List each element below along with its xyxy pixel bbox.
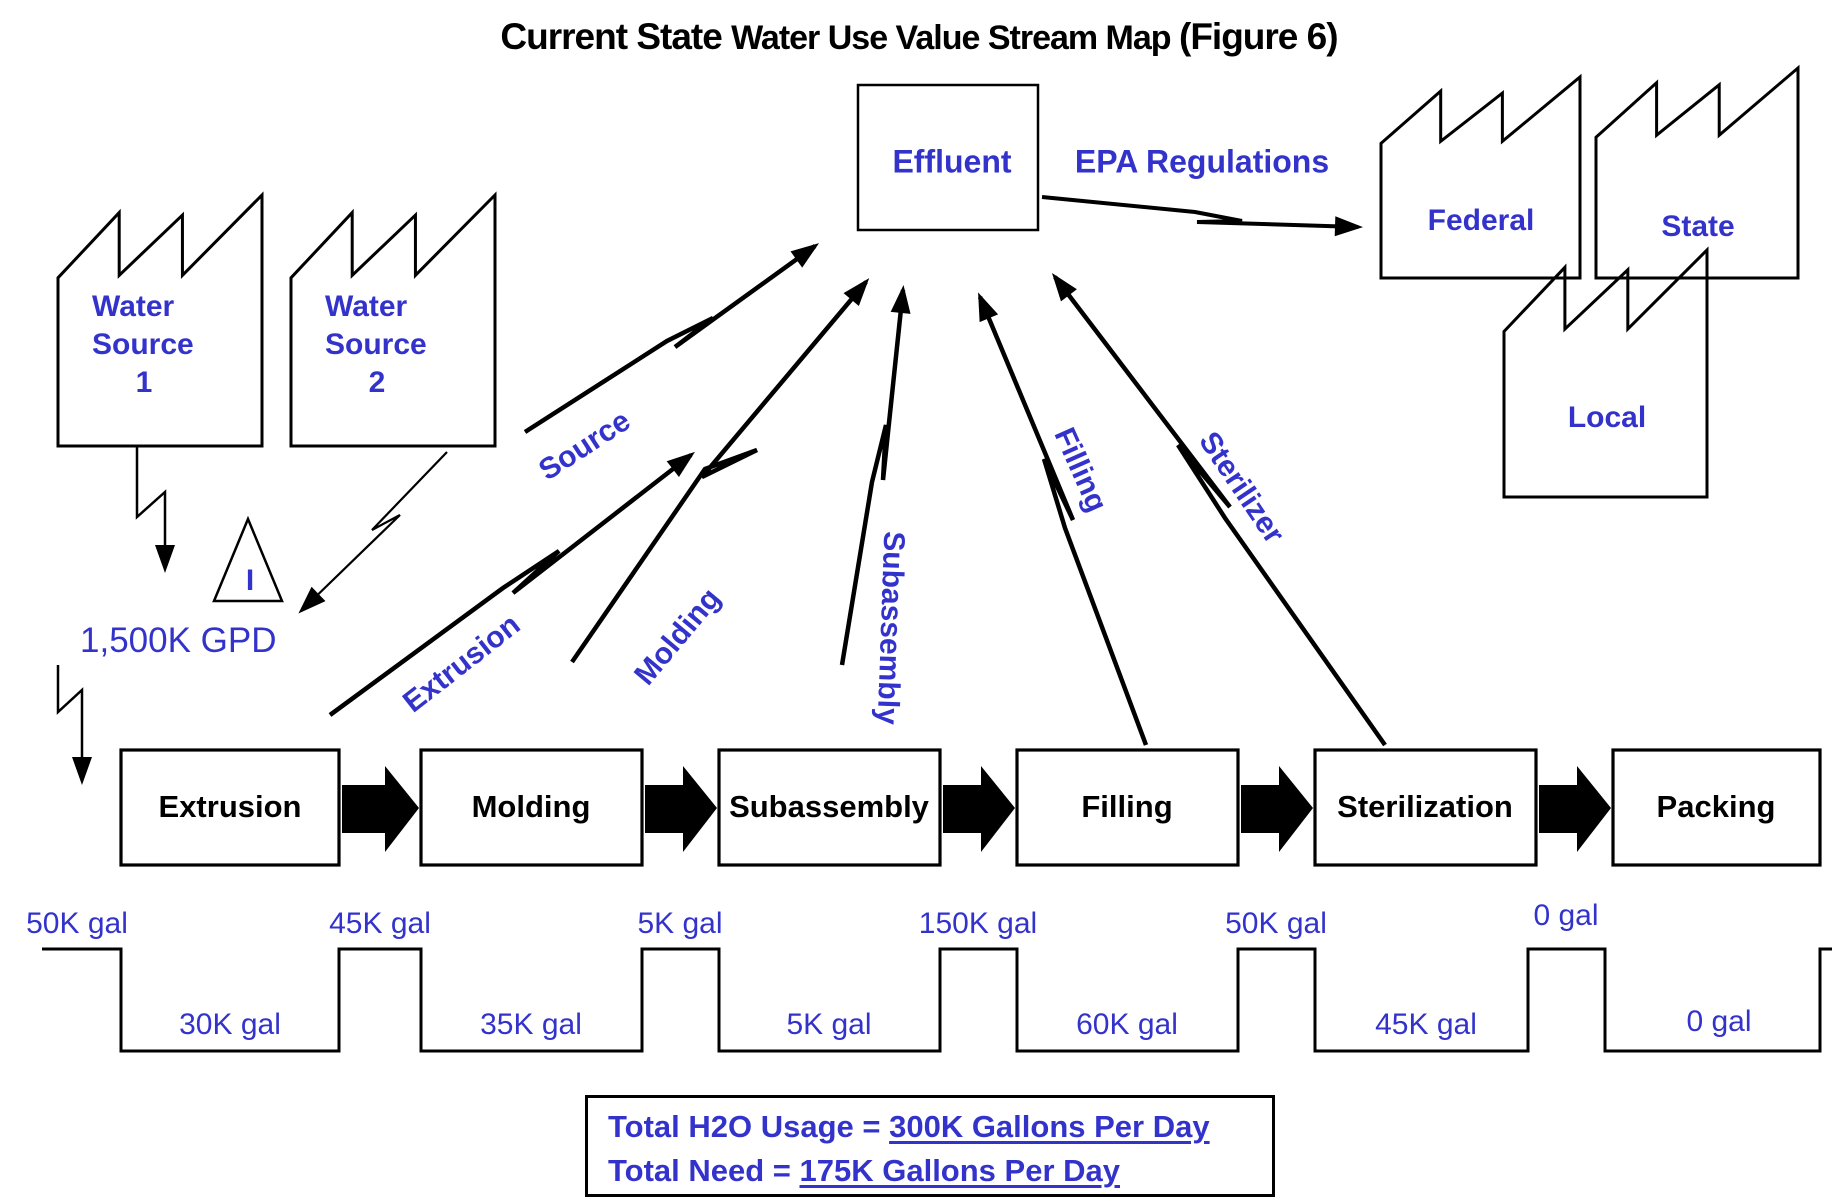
- process-label-packing: Packing: [1656, 789, 1776, 824]
- totals-usage-prefix: Total H2O Usage =: [608, 1109, 890, 1144]
- epa-regulations-label: EPA Regulations: [1074, 143, 1330, 180]
- water-source-1-line1: Water: [92, 290, 175, 323]
- water-source-1-line3: 1: [135, 366, 153, 399]
- water-source-2-line3: 2: [368, 366, 386, 399]
- timeline-bottom-value-4: 60K gal: [1076, 1008, 1178, 1041]
- arrow-source-to-effluent: [523, 243, 820, 434]
- totals-summary-box: Total H2O Usage = 300K Gallons Per Day T…: [585, 1095, 1275, 1197]
- process-label-extrusion: Extrusion: [158, 789, 302, 824]
- process-label-subassembly: Subassembly: [729, 789, 929, 824]
- arrow-filling-to-effluent: [977, 292, 1149, 746]
- regulator-federal-label: Federal: [1427, 204, 1535, 237]
- totals-need-prefix: Total Need =: [608, 1153, 800, 1188]
- factory-icon-water-source-2: [291, 195, 495, 446]
- block-arrow-2: [645, 766, 717, 852]
- effluent-box: [856, 83, 1040, 232]
- totals-need-value: 175K Gallons Per Day: [799, 1153, 1121, 1188]
- title-part-main: Water Use Value Stream Map: [731, 19, 1180, 57]
- timeline-top-value-4: 150K gal: [918, 907, 1038, 940]
- inventory-rate-label: 1,500K GPD: [80, 621, 277, 660]
- timeline-bottom-value-2: 35K gal: [480, 1008, 582, 1041]
- title-part-figure: (Figure 6): [1179, 16, 1339, 57]
- arrow-sterilizer-to-effluent: [1051, 273, 1387, 747]
- block-arrow-4: [1241, 766, 1313, 852]
- timeline-top-value-2: 45K gal: [329, 907, 431, 940]
- timeline-top-value-1: 50K gal: [26, 907, 128, 940]
- title-part-current-state: Current State: [500, 16, 732, 57]
- page-title: Current State Water Use Value Stream Map…: [500, 16, 1339, 58]
- process-label-sterilization: Sterilization: [1337, 789, 1513, 824]
- water-source-2-line2: Source: [325, 328, 427, 361]
- process-box-extrusion: [119, 748, 341, 867]
- timeline-top-value-3: 5K gal: [637, 907, 723, 940]
- flow-label-subassembly: Subassembly: [870, 530, 911, 726]
- arrow-extrusion-to-effluent: [328, 451, 695, 717]
- totals-usage-value: 300K Gallons Per Day: [889, 1109, 1210, 1144]
- process-label-filling: Filling: [1081, 789, 1173, 824]
- block-arrow-1: [342, 766, 419, 852]
- effluent-label: Effluent: [892, 143, 1012, 180]
- timeline-bottom-value-3: 5K gal: [786, 1008, 872, 1041]
- process-box-filling: [1015, 748, 1240, 867]
- regulator-local-label: Local: [1567, 401, 1647, 434]
- arrow-molding-to-effluent: [570, 278, 870, 664]
- arrow-epa-to-federal: [1041, 195, 1363, 237]
- arrow-subassembly-to-effluent: [839, 285, 911, 666]
- arrow-gpd-to-extrusion: [56, 665, 92, 785]
- timeline-top-value-6: 0 gal: [1533, 899, 1599, 932]
- process-box-molding: [419, 748, 644, 867]
- regulator-state-label: State: [1661, 210, 1735, 243]
- block-arrow-5: [1539, 766, 1611, 852]
- water-source-2-line1: Water: [325, 290, 408, 323]
- process-box-packing: [1611, 748, 1822, 867]
- timeline-bottom-value-6: 0 gal: [1686, 1005, 1752, 1038]
- factory-icon-water-source-1: [58, 195, 262, 446]
- process-label-molding: Molding: [471, 789, 591, 824]
- arrow-water-source-2-down: [298, 451, 448, 614]
- water-source-2-label: Water Source 2: [325, 288, 429, 402]
- process-box-subassembly: [717, 748, 942, 867]
- inventory-triangle-icon: [212, 515, 284, 603]
- inventory-symbol: I: [245, 564, 255, 597]
- block-arrow-3: [943, 766, 1015, 852]
- timeline-top-value-5: 50K gal: [1225, 907, 1327, 940]
- factory-icon-federal: [1381, 77, 1580, 278]
- process-flow-block-arrows: [342, 766, 1611, 852]
- water-source-1-label: Water Source 1: [92, 288, 196, 402]
- timeline-bottom-value-1: 30K gal: [179, 1008, 281, 1041]
- water-usage-timeline: [42, 947, 1832, 1053]
- totals-usage-line: Total H2O Usage = 300K Gallons Per Day: [608, 1105, 1272, 1149]
- factory-icon-state: [1596, 68, 1798, 278]
- factory-icon-local: [1504, 250, 1707, 497]
- process-box-sterilization: [1313, 748, 1538, 867]
- water-source-1-line2: Source: [92, 328, 194, 361]
- timeline-bottom-value-5: 45K gal: [1375, 1008, 1477, 1041]
- totals-need-line: Total Need = 175K Gallons Per Day: [608, 1149, 1272, 1193]
- arrow-water-source-1-down: [135, 445, 175, 573]
